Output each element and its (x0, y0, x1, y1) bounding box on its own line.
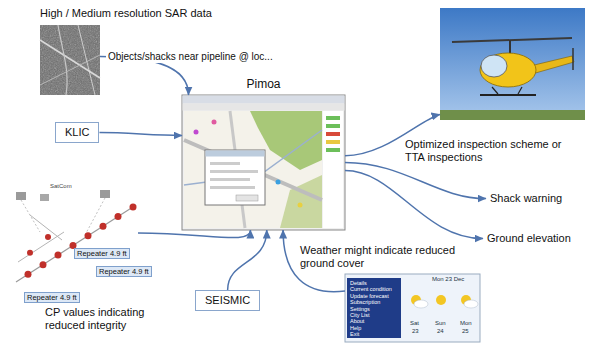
caption-text: Optimized inspection scheme or TTA inspe… (405, 138, 563, 164)
node-text: Repeater 4.9 ft (77, 249, 127, 258)
menu-item: Details (350, 280, 367, 286)
weather-widget (345, 274, 480, 342)
node-text: Shack warning (490, 192, 562, 205)
icon-label: SatCom (50, 183, 72, 190)
sar-image-node: High / Medium resolution SAR data (40, 25, 100, 95)
sar-image (40, 25, 100, 95)
menu-item: City List (350, 312, 370, 318)
edge-label: Objects/shacks near pipeline @ loc... (106, 50, 275, 63)
date-label: 24 (437, 328, 444, 335)
node-text: Repeater 4.9 ft (27, 293, 77, 302)
node-text: Repeater 4.9 ft (99, 267, 149, 276)
repeater-tag: Repeater 4.9 ft (74, 248, 130, 259)
date-label: 25 (462, 328, 469, 335)
caption-text: High / Medium resolution SAR data (40, 7, 212, 20)
node-text: SEISMIC (205, 294, 250, 307)
day-label: Sat (410, 320, 419, 327)
caption-text: Weather might indicate reduced ground co… (300, 244, 490, 270)
menu-item: Settings (350, 306, 370, 312)
menu-item: About (350, 318, 364, 324)
helicopter-photo (440, 8, 585, 120)
node-text: KLIC (65, 126, 89, 139)
pimoa-node: Pimoa (182, 95, 345, 230)
day-label: Mon (460, 320, 472, 327)
node-text: Ground elevation (487, 232, 571, 245)
pimoa-screenshot (182, 95, 345, 230)
connector-arrow (228, 230, 267, 290)
connector-arrow (99, 133, 182, 136)
output-text: Shack warning (486, 192, 562, 205)
source-box: KLIC (55, 122, 99, 143)
menu-item: Update forecast (350, 293, 389, 299)
caption-text: Pimoa (182, 77, 345, 91)
connector-arrow (345, 163, 486, 199)
menu-item: Exit (350, 331, 359, 337)
connector-arrow (345, 171, 483, 239)
repeater-tag: Repeater 4.9 ft (24, 292, 80, 303)
caption-text: CP values indicating reduced integrity (45, 306, 180, 332)
output-text: Ground elevation (483, 232, 571, 245)
cp-network-node: CP values indicating reduced integrityRe… (8, 180, 138, 298)
menu-item: Current condition (350, 286, 392, 292)
day-label: Sun (435, 320, 446, 327)
date-label: 23 (412, 328, 419, 335)
connector-arrow (138, 230, 250, 238)
helicopter-node: Optimized inspection scheme or TTA inspe… (440, 8, 585, 120)
menu-item: Subscription (350, 299, 380, 305)
source-box: SEISMIC (195, 290, 260, 311)
widget-header: Mon 23 Dec (432, 276, 464, 283)
menu-item: Help (350, 325, 361, 331)
repeater-tag: Repeater 4.9 ft (96, 266, 152, 277)
